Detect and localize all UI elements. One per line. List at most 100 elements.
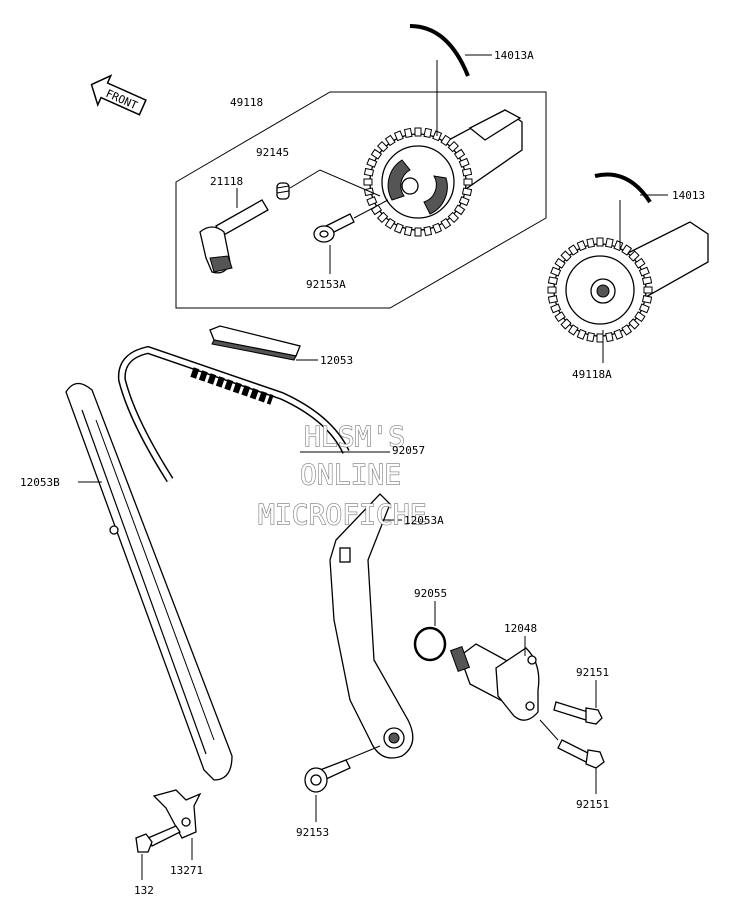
label-92151-upper[interactable]: 92151 <box>576 666 609 679</box>
sprocket-tooth <box>628 318 640 330</box>
sprocket-tooth <box>621 324 633 336</box>
bolt-92151-upper[interactable] <box>553 701 603 725</box>
sprocket-tooth <box>370 148 383 160</box>
sprocket-tooth <box>461 187 473 197</box>
sprocket-tooth <box>560 250 572 262</box>
sprocket-tooth <box>560 318 572 330</box>
sprocket-tooth <box>576 240 587 252</box>
sprocket-tooth <box>628 250 640 262</box>
sprocket-teeth-49118a <box>547 237 653 343</box>
label-12053a[interactable]: 12053A <box>404 514 444 527</box>
sprocket-tooth <box>463 178 473 186</box>
front-direction-arrow: FRONT <box>90 74 147 116</box>
o-ring-92055[interactable] <box>413 626 447 662</box>
sprocket-tooth <box>554 257 566 269</box>
sprocket-tooth <box>461 167 473 177</box>
chain-guide-12053a[interactable] <box>329 493 414 759</box>
sprocket-tooth <box>458 196 470 207</box>
camshaft-49118a[interactable] <box>547 221 709 343</box>
label-132[interactable]: 132 <box>134 884 154 897</box>
sprocket-tooth <box>613 328 624 340</box>
watermark-line-3: MICROFICHE <box>258 498 427 531</box>
label-92055[interactable]: 92055 <box>414 587 447 600</box>
bolt-92151-lower[interactable] <box>557 739 605 769</box>
sprocket-tooth <box>641 295 653 304</box>
sprocket-tooth <box>363 178 373 186</box>
spring-92145[interactable] <box>276 182 290 200</box>
sprocket-tooth <box>423 127 433 139</box>
label-21118[interactable]: 21118 <box>210 175 243 188</box>
label-92153[interactable]: 92153 <box>296 826 329 839</box>
sprocket-tooth <box>393 222 404 234</box>
sprocket-tooth <box>586 237 595 249</box>
circlip-14013a[interactable] <box>409 24 470 77</box>
sprocket-tooth <box>550 266 562 277</box>
bolt-92153[interactable] <box>304 759 351 793</box>
label-49118a[interactable]: 49118A <box>572 368 612 381</box>
watermark-line-2: ONLINE <box>300 458 401 491</box>
label-13271[interactable]: 13271 <box>170 864 203 877</box>
sprocket-tooth <box>634 311 646 323</box>
label-92145[interactable]: 92145 <box>256 146 289 159</box>
label-12048[interactable]: 12048 <box>504 622 537 635</box>
sprocket-tooth <box>567 244 579 256</box>
plate-13271[interactable] <box>152 789 202 839</box>
sprocket-tooth <box>440 134 452 147</box>
sprocket-tooth <box>393 130 404 142</box>
sprocket-tooth <box>547 276 559 285</box>
chain-guide-12053[interactable] <box>209 325 301 361</box>
circlip-14013[interactable] <box>594 172 652 204</box>
sprocket-tooth <box>414 227 422 237</box>
sprocket-tooth <box>547 295 559 304</box>
label-12053b[interactable]: 12053B <box>20 476 60 489</box>
sprocket-tooth <box>447 211 460 224</box>
sprocket-tooth <box>641 276 653 285</box>
sprocket-tooth <box>363 167 375 177</box>
label-49118[interactable]: 49118 <box>230 96 263 109</box>
tensioner-guide-12053b[interactable] <box>65 382 233 781</box>
label-92057[interactable]: 92057 <box>392 444 425 457</box>
sprocket-tooth <box>414 127 422 137</box>
sprocket-tooth <box>453 148 466 160</box>
sprocket-tooth <box>550 303 562 314</box>
camshaft-assembly-box <box>175 91 547 309</box>
sprocket-tooth <box>376 140 389 153</box>
sprocket-tooth <box>643 286 653 294</box>
chain-tensioner-12048[interactable] <box>449 643 540 721</box>
sprocket-tooth <box>447 140 460 153</box>
decompressor-shaft-21118[interactable] <box>199 199 269 274</box>
camshaft-49118[interactable] <box>363 109 523 237</box>
sprocket-tooth <box>554 311 566 323</box>
bolt-92153a[interactable] <box>313 213 355 243</box>
sprocket-tooth <box>596 237 604 247</box>
sprocket-tooth <box>605 237 614 249</box>
sprocket-tooth <box>366 157 378 168</box>
sprocket-tooth <box>366 196 378 207</box>
label-92151-lower[interactable]: 92151 <box>576 798 609 811</box>
label-12053[interactable]: 12053 <box>320 354 353 367</box>
sprocket-tooth <box>440 217 452 230</box>
sprocket-teeth-49118 <box>363 127 473 237</box>
sprocket-tooth <box>458 157 470 168</box>
sprocket-tooth <box>621 244 633 256</box>
sprocket-tooth <box>567 324 579 336</box>
sprocket-tooth <box>423 225 433 237</box>
sprocket-tooth <box>638 303 650 314</box>
sprocket-tooth <box>453 204 466 216</box>
label-92153a[interactable]: 92153A <box>306 278 346 291</box>
sprocket-tooth <box>576 328 587 340</box>
sprocket-tooth <box>403 127 413 139</box>
sprocket-tooth <box>384 217 396 230</box>
sprocket-tooth <box>384 134 396 147</box>
sprocket-tooth <box>638 266 650 277</box>
sprocket-tooth <box>432 222 443 234</box>
sprocket-tooth <box>547 286 557 294</box>
bolt-132[interactable] <box>135 825 181 853</box>
cam-chain-92057[interactable] <box>117 345 350 483</box>
sprocket-tooth <box>634 257 646 269</box>
label-14013[interactable]: 14013 <box>672 189 705 202</box>
watermark-line-1: HLSM'S <box>304 420 405 453</box>
sprocket-tooth <box>586 331 595 343</box>
label-14013a[interactable]: 14013A <box>494 49 534 62</box>
